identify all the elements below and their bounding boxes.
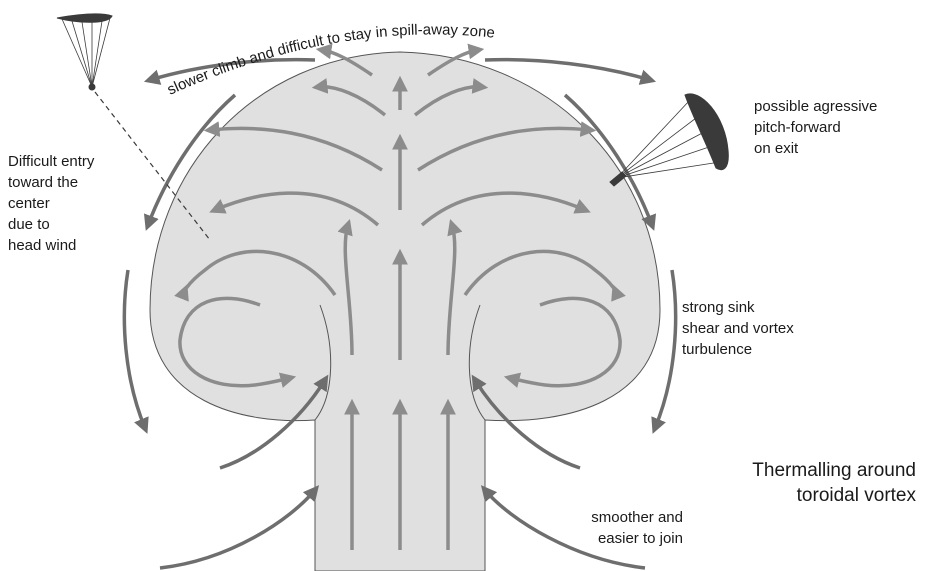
right-mid-note-line: turbulence	[682, 339, 794, 360]
left-note-line: center	[8, 193, 94, 214]
right-top-note-line: on exit	[754, 138, 877, 159]
diagram-title-line: Thermalling around	[752, 458, 916, 483]
bottom-right-note-line: smoother and	[591, 507, 683, 528]
bottom-right-note-line: easier to join	[591, 528, 683, 549]
left-note-line: Difficult entry	[8, 151, 94, 172]
paraglider-right-icon	[610, 94, 728, 186]
left-note-line: due to	[8, 214, 94, 235]
left-note: Difficult entry toward the center due to…	[8, 151, 94, 256]
diagram-title: Thermalling around toroidal vortex	[752, 458, 916, 508]
right-top-note: possible agressive pitch-forward on exit	[754, 96, 877, 159]
bottom-right-note: smoother and easier to join	[591, 507, 683, 549]
right-top-note-line: possible agressive	[754, 96, 877, 117]
right-mid-note: strong sink shear and vortex turbulence	[682, 297, 794, 360]
diagram-title-line: toroidal vortex	[752, 483, 916, 508]
left-note-line: toward the	[8, 172, 94, 193]
right-mid-note-line: shear and vortex	[682, 318, 794, 339]
left-note-line: head wind	[8, 235, 94, 256]
right-mid-note-line: strong sink	[682, 297, 794, 318]
right-top-note-line: pitch-forward	[754, 117, 877, 138]
